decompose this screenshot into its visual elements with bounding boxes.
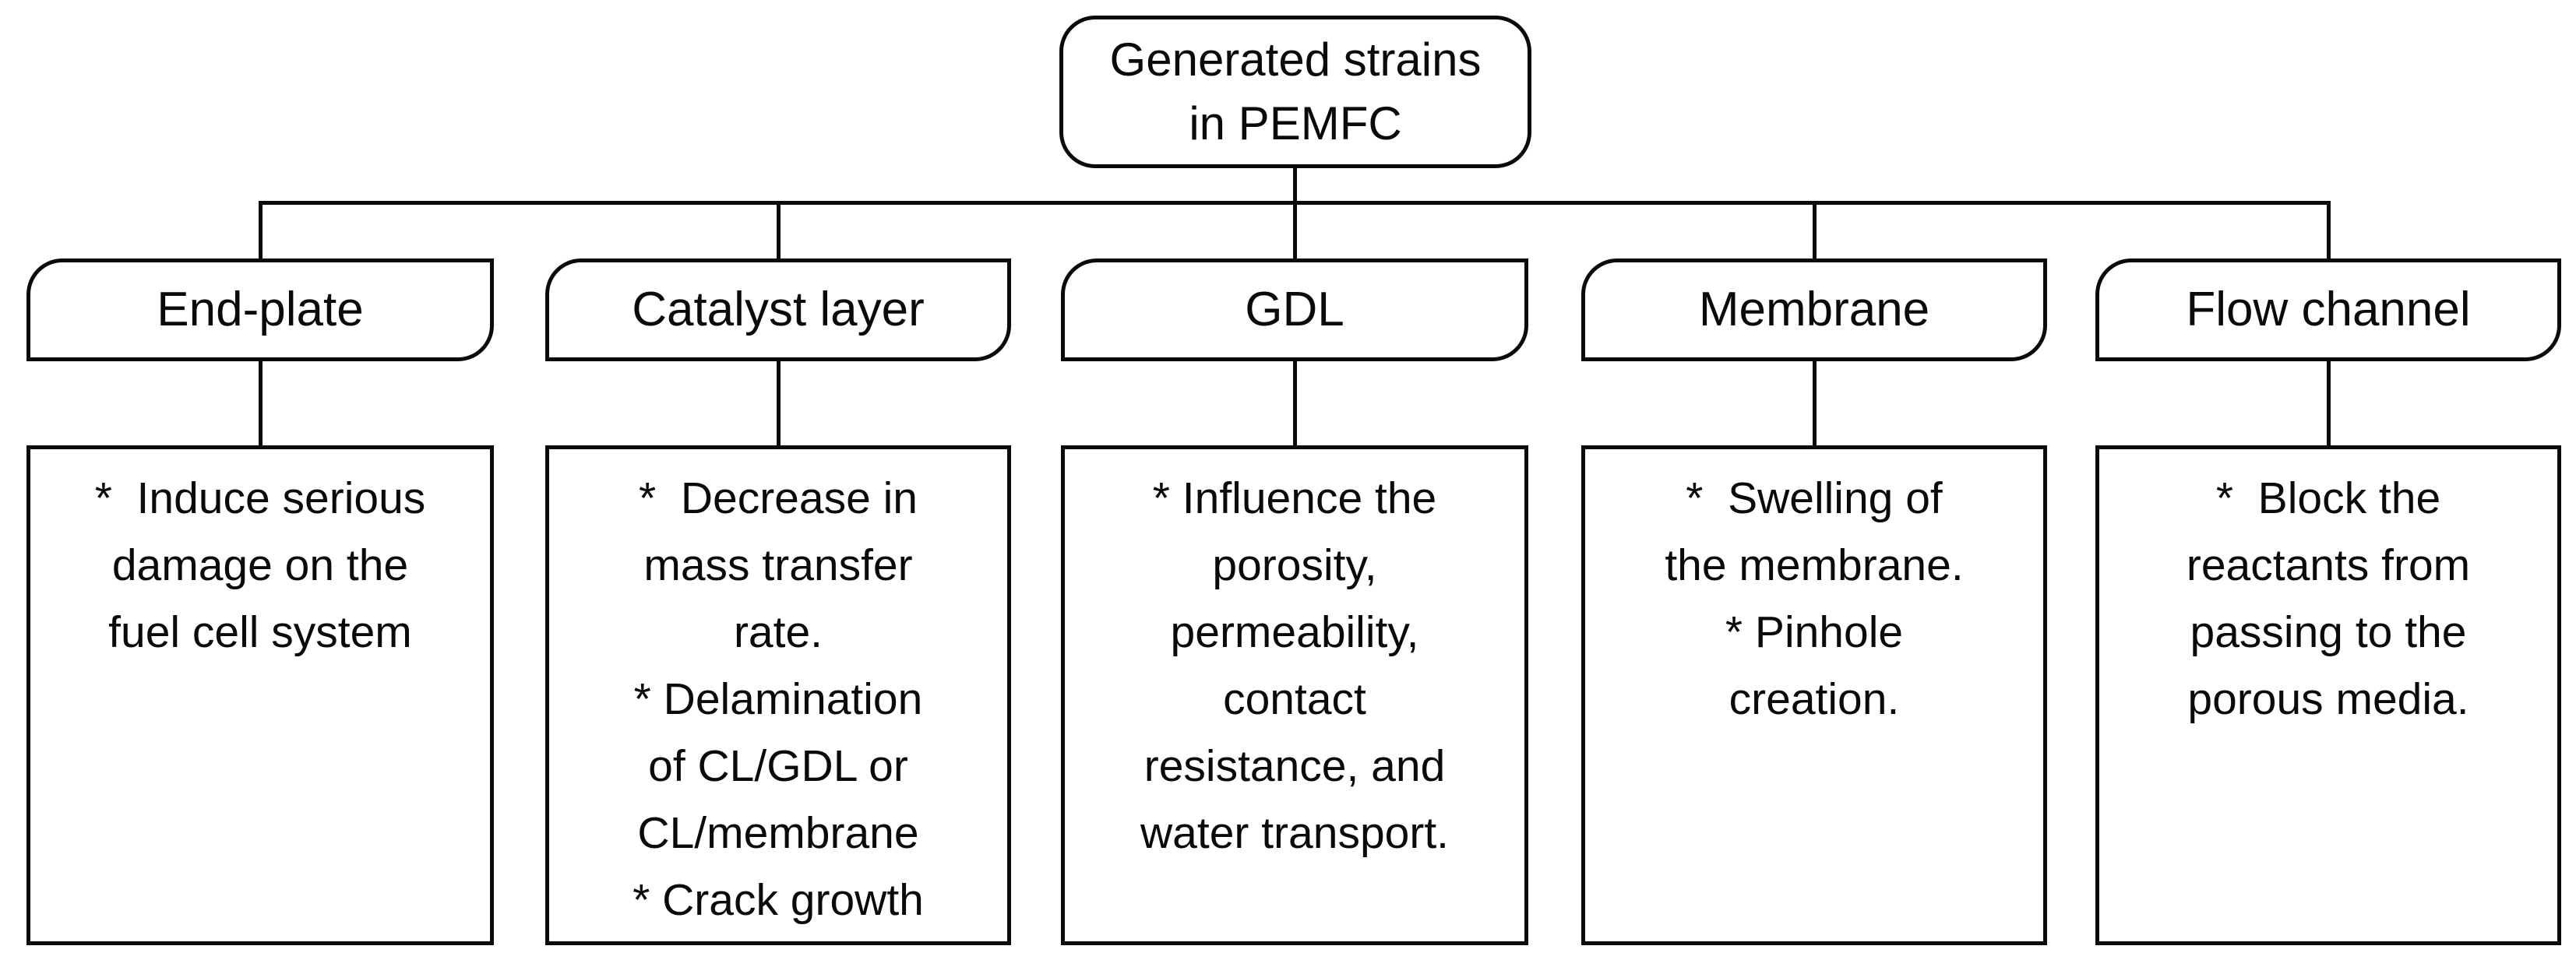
connector-drop-gdl <box>1293 202 1297 262</box>
connector-drop-membrane <box>1813 202 1817 262</box>
branch-node-catalyst-layer: Catalyst layer <box>545 258 1011 361</box>
branch-label-flow-channel: Flow channel <box>2186 283 2471 336</box>
effects-text-flow-channel: * Block the reactants from passing to th… <box>2186 473 2471 724</box>
root-node: Generated strains in PEMFC <box>1059 16 1531 168</box>
connector-drop-catalyst-layer <box>777 202 781 262</box>
effects-text-gdl: * Influence the porosity, permeability, … <box>1140 473 1449 858</box>
effects-text-catalyst-layer: * Decrease in mass transfer rate. * Dela… <box>633 473 924 925</box>
effects-text-end-plate: * Induce serious damage on the fuel cell… <box>94 473 426 657</box>
connector-stub-flow-channel <box>2327 360 2331 447</box>
connector-stub-gdl <box>1293 360 1297 447</box>
effects-box-flow-channel: * Block the reactants from passing to th… <box>2095 445 2561 945</box>
branch-label-catalyst-layer: Catalyst layer <box>632 283 925 336</box>
branch-label-end-plate: End-plate <box>157 283 364 336</box>
branch-label-membrane: Membrane <box>1698 283 1930 336</box>
effects-box-gdl: * Influence the porosity, permeability, … <box>1061 445 1528 945</box>
connector-stub-end-plate <box>259 360 263 447</box>
branch-node-end-plate: End-plate <box>26 258 494 361</box>
branch-node-membrane: Membrane <box>1581 258 2047 361</box>
effects-text-membrane: * Swelling of the membrane. * Pinhole cr… <box>1665 473 1964 724</box>
root-node-label: Generated strains in PEMFC <box>1109 33 1482 149</box>
branch-node-flow-channel: Flow channel <box>2095 258 2561 361</box>
connector-drop-flow-channel <box>2327 202 2331 262</box>
effects-box-end-plate: * Induce serious damage on the fuel cell… <box>26 445 494 945</box>
connector-stub-membrane <box>1813 360 1817 447</box>
effects-box-catalyst-layer: * Decrease in mass transfer rate. * Dela… <box>545 445 1011 945</box>
effects-box-membrane: * Swelling of the membrane. * Pinhole cr… <box>1581 445 2047 945</box>
branch-label-gdl: GDL <box>1245 283 1344 336</box>
connector-trunk <box>1293 165 1297 204</box>
connector-drop-end-plate <box>259 202 263 262</box>
branch-node-gdl: GDL <box>1061 258 1528 361</box>
connector-stub-catalyst-layer <box>777 360 781 447</box>
